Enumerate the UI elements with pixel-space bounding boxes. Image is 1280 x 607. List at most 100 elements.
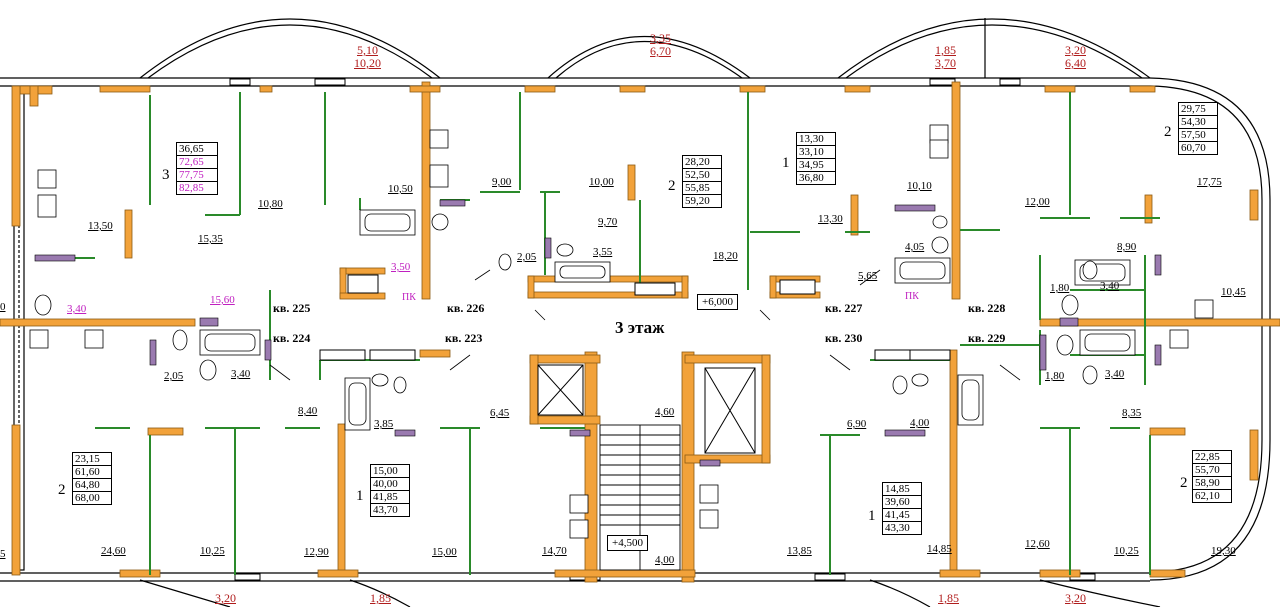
shaft-label: ПК — [905, 291, 919, 302]
room-area: 3,85 — [374, 418, 394, 430]
top-bay-windows — [139, 18, 1151, 79]
room-area: 9,00 — [492, 176, 512, 188]
room-area: 4,00 — [910, 417, 930, 429]
area-total-balcony: 68,00 — [75, 492, 100, 504]
room-area: 15,60 — [210, 294, 235, 306]
area-total-loggia: 41,45 — [883, 509, 921, 522]
balcony-dim-3a: 1,85 — [935, 43, 956, 57]
rooms-count: 2 — [1164, 124, 1172, 140]
balcony-dim-4a: 3,20 — [1065, 43, 1086, 57]
room-area: 3,40 — [231, 368, 251, 380]
room-area: 9,70 — [598, 216, 618, 228]
balcony-dim-2b: 6,70 — [650, 44, 671, 58]
room-area: 13,85 — [787, 545, 812, 557]
area-total-loggia: 58,90 — [1193, 477, 1231, 490]
area-box: 22,85 55,70 58,90 62,10 — [1192, 450, 1232, 503]
area-total-balcony: 62,10 — [1195, 490, 1220, 502]
room-area: 10,50 — [388, 183, 413, 195]
room-area: 2,05 — [517, 251, 537, 263]
room-area: 14,85 — [927, 543, 952, 555]
area-total: 33,10 — [797, 146, 835, 159]
room-area: 10,45 — [1221, 286, 1246, 298]
apartment-229-label: кв. 229 — [968, 331, 1006, 345]
apartment-225-label: кв. 225 — [273, 301, 311, 315]
room-area: 3,40 — [67, 303, 87, 315]
room-area: 8,90 — [1117, 241, 1137, 253]
room-area: 1,80 — [1050, 282, 1070, 294]
partitions — [35, 92, 1160, 575]
balcony-dim-bottom-1: 3,20 — [215, 591, 236, 605]
area-total-balcony: 59,20 — [685, 195, 710, 207]
apartment-223-label: кв. 223 — [445, 331, 483, 345]
balcony-dim-1b: 10,20 — [354, 56, 381, 70]
area-box: 14,85 39,60 41,45 43,30 — [882, 482, 922, 535]
shaft-label: ПК — [402, 292, 416, 303]
rooms-count: 3 — [162, 167, 170, 183]
area-total-balcony: 43,30 — [885, 522, 910, 534]
area-total: 54,30 — [1179, 116, 1217, 129]
area-total: 72,65 — [177, 156, 217, 169]
area-total: 40,00 — [371, 478, 409, 491]
area-total: 52,50 — [683, 169, 721, 182]
area-total-loggia: 77,75 — [177, 169, 217, 182]
room-area: 1,80 — [1045, 370, 1065, 382]
area-box: 15,00 40,00 41,85 43,70 — [370, 464, 410, 517]
room-area: 3,50 — [391, 261, 411, 273]
room-area: 12,60 — [1025, 538, 1050, 550]
area-box: 23,15 61,60 64,80 68,00 — [72, 452, 112, 505]
room-area-clipped: 0 — [0, 301, 6, 313]
room-area: 4,05 — [905, 241, 925, 253]
staircase — [599, 424, 681, 571]
room-area: 13,30 — [818, 213, 843, 225]
room-area: 2,05 — [164, 370, 184, 382]
room-area: 15,00 — [432, 546, 457, 558]
room-area: 4,00 — [655, 554, 675, 566]
vent-shafts — [319, 274, 951, 361]
balcony-dim-4b: 6,40 — [1065, 56, 1086, 70]
area-total-balcony: 82,85 — [179, 182, 204, 194]
room-area: 15,35 — [198, 233, 223, 245]
room-area: 6,45 — [490, 407, 510, 419]
area-living: 13,30 — [797, 133, 835, 146]
area-total: 61,60 — [73, 466, 111, 479]
bottom-bay-windows — [139, 579, 1161, 607]
room-area: 3,40 — [1100, 280, 1120, 292]
area-box: 13,30 33,10 34,95 36,80 — [796, 132, 836, 185]
area-living: 29,75 — [1179, 103, 1217, 116]
fixtures — [29, 124, 1214, 539]
room-area: 8,35 — [1122, 407, 1142, 419]
room-area: 12,90 — [304, 546, 329, 558]
area-living: 28,20 — [683, 156, 721, 169]
area-total-loggia: 57,50 — [1179, 129, 1217, 142]
rooms-count: 2 — [1180, 475, 1188, 491]
balcony-dim-bottom-3: 1,85 — [938, 591, 959, 605]
rooms-count: 2 — [668, 178, 676, 194]
apartment-228-label: кв. 228 — [968, 301, 1006, 315]
apartment-226-label: кв. 226 — [447, 301, 485, 315]
room-area: 10,00 — [589, 176, 614, 188]
area-total-loggia: 64,80 — [73, 479, 111, 492]
elevators — [537, 364, 756, 454]
room-area: 19,30 — [1211, 545, 1236, 557]
door-swings — [269, 269, 1021, 381]
area-total-balcony: 60,70 — [1181, 142, 1206, 154]
balcony-dim-bottom-4: 3,20 — [1065, 591, 1086, 605]
rooms-count: 1 — [782, 155, 790, 171]
room-area: 10,10 — [907, 180, 932, 192]
area-total: 55,70 — [1193, 464, 1231, 477]
balcony-dim-1a: 5,10 — [357, 43, 378, 57]
apartment-230-label: кв. 230 — [825, 331, 863, 345]
area-box: 29,75 54,30 57,50 60,70 — [1178, 102, 1218, 155]
area-living: 23,15 — [73, 453, 111, 466]
bearing-walls — [0, 81, 1280, 583]
room-area-clipped: 5 — [0, 548, 6, 560]
room-area: 12,00 — [1025, 196, 1050, 208]
room-area: 3,40 — [1105, 368, 1125, 380]
balcony-dim-2a: 3,35 — [650, 31, 671, 45]
floor-label: 3 этаж — [615, 318, 665, 337]
apartment-227-label: кв. 227 — [825, 301, 863, 315]
balcony-dim-bottom-2: 1,85 — [370, 591, 391, 605]
room-area: 13,50 — [88, 220, 113, 232]
area-box: 36,65 72,65 77,75 82,85 — [176, 142, 218, 195]
